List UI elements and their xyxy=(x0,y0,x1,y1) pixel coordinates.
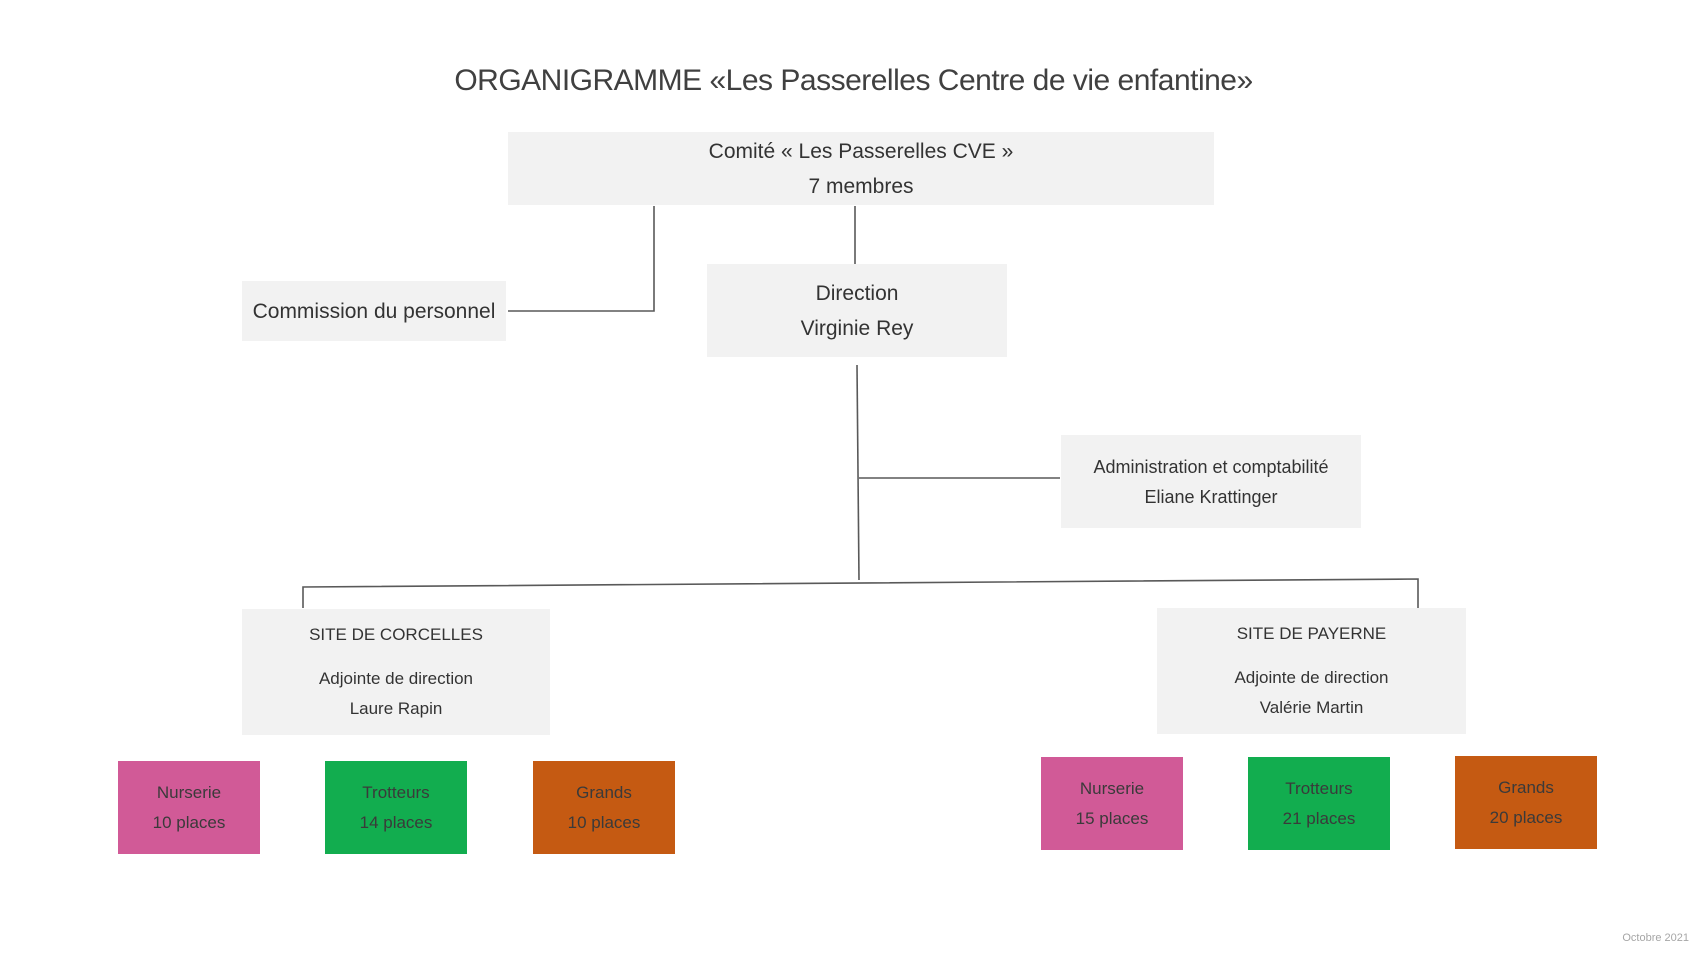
group-name: Grands xyxy=(576,782,632,802)
group-name: Nurserie xyxy=(156,782,222,802)
site-role: Adjointe de direction xyxy=(318,669,474,688)
group-grands-payerne: Grands 20 places xyxy=(1455,756,1597,849)
group-places: 15 places xyxy=(1075,808,1149,828)
site-role: Adjointe de direction xyxy=(1234,668,1389,687)
group-nurserie-corcelles: Nurserie 10 places xyxy=(118,761,260,854)
group-trotteurs-corcelles: Trotteurs 14 places xyxy=(325,761,467,854)
administration-person: Eliane Krattinger xyxy=(1144,486,1278,507)
group-name: Grands xyxy=(1498,777,1554,797)
group-name: Nurserie xyxy=(1079,778,1145,798)
site-payerne-box: SITE DE PAYERNE Adjointe de direction Va… xyxy=(1157,608,1466,734)
commission-box: Commission du personnel xyxy=(242,281,506,341)
direction-box: Direction Virginie Rey xyxy=(707,264,1007,357)
group-places: 10 places xyxy=(152,812,226,832)
administration-title: Administration et comptabilité xyxy=(1093,456,1329,477)
group-trotteurs-payerne: Trotteurs 21 places xyxy=(1248,757,1390,850)
group-name: Trotteurs xyxy=(362,782,430,802)
site-person: Laure Rapin xyxy=(349,699,443,718)
administration-box: Administration et comptabilité Eliane Kr… xyxy=(1061,435,1361,528)
committee-name: Comité « Les Passerelles CVE » xyxy=(708,139,1014,163)
committee-box: Comité « Les Passerelles CVE » 7 membres xyxy=(508,132,1214,205)
page-title: ORGANIGRAMME «Les Passerelles Centre de … xyxy=(454,64,1253,97)
site-person: Valérie Martin xyxy=(1259,698,1364,717)
direction-title: Direction xyxy=(815,281,899,305)
group-name: Trotteurs xyxy=(1285,778,1353,798)
site-corcelles-box: SITE DE CORCELLES Adjointe de direction … xyxy=(242,609,550,735)
group-places: 20 places xyxy=(1489,807,1563,827)
group-nurserie-payerne: Nurserie 15 places xyxy=(1041,757,1183,850)
group-places: 21 places xyxy=(1282,808,1356,828)
commission-label: Commission du personnel xyxy=(252,299,496,323)
group-grands-corcelles: Grands 10 places xyxy=(533,761,675,854)
site-name: SITE DE CORCELLES xyxy=(309,625,483,644)
footer-date: Octobre 2021 xyxy=(1622,932,1689,944)
site-name: SITE DE PAYERNE xyxy=(1236,624,1387,643)
group-places: 14 places xyxy=(359,812,433,832)
group-places: 10 places xyxy=(567,812,641,832)
committee-members: 7 membres xyxy=(808,174,914,198)
direction-person: Virginie Rey xyxy=(800,316,914,340)
